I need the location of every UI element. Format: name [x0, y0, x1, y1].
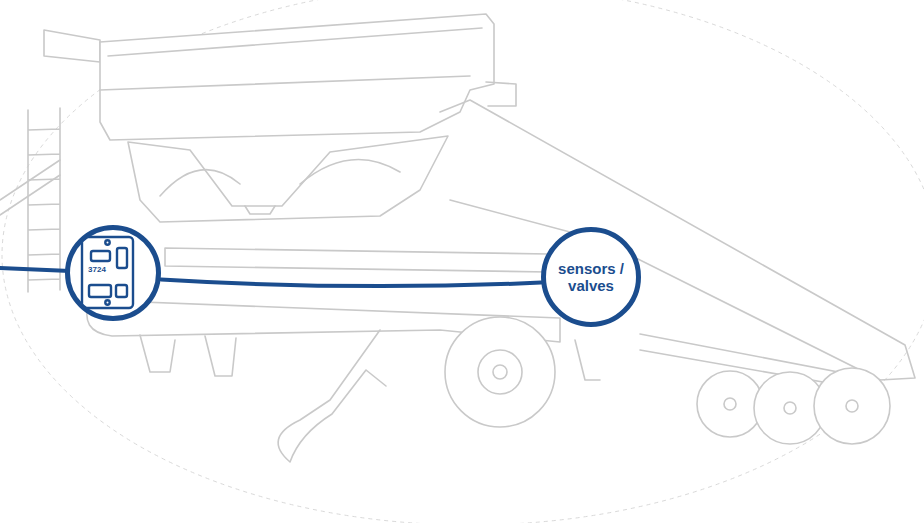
connector-port [117, 248, 127, 268]
model-number: 3724 [84, 265, 110, 275]
wheel-axle [493, 365, 507, 379]
module-body [82, 237, 133, 308]
module-circle: 3724 [65, 225, 161, 321]
tank-body [100, 14, 494, 140]
opener [278, 330, 386, 462]
circle-outline [65, 225, 161, 321]
control-module-icon [82, 237, 133, 308]
packer-hub [846, 400, 858, 412]
packer-wheel [814, 368, 890, 444]
packer-hub [784, 402, 796, 414]
packer-wheel [697, 371, 763, 437]
connector-port [89, 285, 111, 297]
packer-hub [724, 398, 736, 410]
screw-hole [105, 240, 109, 244]
tank-bracket [486, 82, 516, 106]
harness-wire [0, 268, 70, 271]
main-wheel [445, 317, 555, 427]
connector-port [116, 285, 127, 297]
hopper-detail [160, 160, 400, 215]
wheel-hub [478, 350, 522, 394]
screw-hole [105, 300, 109, 304]
tank-rim [100, 28, 482, 90]
harness-connector [161, 279, 541, 286]
ladder [28, 108, 60, 292]
connector-port [91, 251, 110, 261]
hopper [128, 136, 448, 222]
shanks [140, 335, 236, 376]
seeding-beam [165, 248, 548, 272]
circle-border [68, 228, 159, 319]
callout-circle: sensors / valves [541, 227, 641, 327]
filler-box [44, 30, 100, 62]
seeder-outline [0, 14, 915, 462]
hitch-bar [0, 160, 60, 215]
circle-border [544, 230, 639, 325]
wheel-arm [575, 340, 600, 380]
callout-text: sensors / valves [551, 260, 631, 294]
